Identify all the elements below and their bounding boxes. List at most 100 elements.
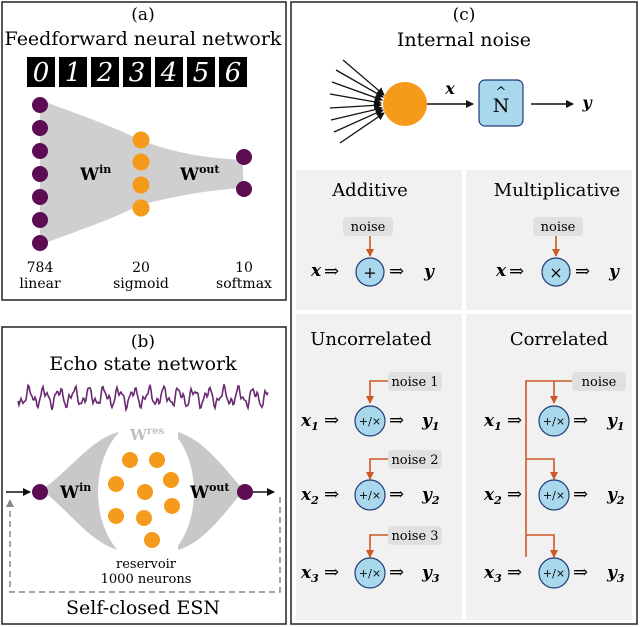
double-arrow-icon: ⇒ <box>324 261 339 282</box>
signal-x: x <box>444 79 455 98</box>
double-arrow-icon: ⇒ <box>389 484 404 505</box>
output-y: y2 <box>606 485 625 507</box>
noise-label: noise <box>582 375 617 390</box>
neuron <box>32 189 48 205</box>
sum-operator <box>355 257 385 287</box>
input-x: x3 <box>300 563 319 585</box>
operator-label: +/× <box>543 567 565 580</box>
uncorrelated-title: Uncorrelated <box>310 329 431 350</box>
panel-a: (a) Feedforward neural network 0 1 2 3 4… <box>1 1 287 301</box>
operator-label: +/× <box>543 489 565 502</box>
digit-glyph: 5 <box>193 58 210 88</box>
digit-tile <box>155 57 183 87</box>
input-x: x2 <box>300 485 319 507</box>
input-x: x2 <box>483 485 502 507</box>
neuron <box>32 120 48 136</box>
hidden-layer <box>132 131 150 217</box>
esn-time-series <box>17 383 269 413</box>
w-in-cone <box>42 432 118 550</box>
operator-circle <box>354 405 386 437</box>
double-arrow-icon: ⇒ <box>507 410 522 431</box>
double-arrow-icon: ⇒ <box>324 410 339 431</box>
digit-glyph: 2 <box>96 58 114 88</box>
digit-tile <box>59 57 87 87</box>
output-y: y1 <box>421 411 440 433</box>
neuron <box>108 508 124 524</box>
panel-a-title: Feedforward neural network <box>5 28 282 50</box>
signal-y: y <box>581 93 593 112</box>
neuron <box>32 235 48 251</box>
correlated-row-2: x2 ⇒ +/× ⇒ y2 <box>483 479 625 511</box>
layer2-type: sigmoid <box>113 276 169 292</box>
neuron <box>32 97 48 113</box>
panel-b-tag: (b) <box>131 332 155 352</box>
noise-label-box <box>388 450 442 469</box>
neuron <box>132 131 150 149</box>
panel-c-title: Internal noise <box>397 29 531 51</box>
noise-label: noise <box>541 220 576 235</box>
neuron <box>236 181 252 197</box>
operator-circle <box>538 479 570 511</box>
noise-label: noise 1 <box>391 375 438 390</box>
digit-glyph: 0 <box>33 58 50 88</box>
noise-label: noise 3 <box>391 529 438 544</box>
fan-in-arrows <box>329 59 385 144</box>
mnist-digits: 0 1 2 3 4 5 6 <box>27 57 247 88</box>
feedback-loop <box>6 497 281 593</box>
neuron <box>136 510 152 526</box>
neuron <box>32 143 48 159</box>
esn-input-neuron <box>32 484 48 500</box>
input-x: x1 <box>300 411 319 433</box>
noise-label-box <box>388 526 442 545</box>
layer3-type: softmax <box>216 276 272 292</box>
w-out-label: Wout <box>189 481 230 503</box>
neuron <box>132 153 150 171</box>
digit-glyph: 6 <box>225 58 242 88</box>
panel-b-title: Echo state network <box>49 353 237 375</box>
product-operator-label: × <box>549 263 562 282</box>
operator-label: +/× <box>359 415 381 428</box>
correlated-row-1: x1 ⇒ +/× ⇒ y1 <box>483 405 625 437</box>
input-x: x3 <box>483 563 502 585</box>
layer2-count: 20 <box>132 260 150 276</box>
uncorrelated-row-3: noise 3 x3 ⇒ +/× ⇒ y3 <box>300 526 442 589</box>
noise-label-box <box>533 217 583 236</box>
sum-operator-label: + <box>363 263 376 282</box>
digit-tile <box>187 57 215 87</box>
operator-label: +/× <box>359 489 381 502</box>
noise-operator-label: N <box>493 95 510 117</box>
esn-output-neuron <box>237 484 253 500</box>
panel-a-tag: (a) <box>131 5 154 25</box>
correlated-row-3: x3 ⇒ +/× ⇒ y3 <box>483 557 625 589</box>
noise-operator-box <box>478 79 524 127</box>
output-y: y3 <box>606 563 625 585</box>
w-in-label: Win <box>79 163 111 185</box>
multiplicative-title: Multiplicative <box>494 180 620 201</box>
digit-tile <box>219 57 247 87</box>
input-x: x <box>310 261 322 281</box>
input-x: x1 <box>483 411 502 433</box>
neuron <box>137 484 153 500</box>
neuron <box>122 452 138 468</box>
w-out-cone <box>178 432 244 550</box>
reservoir-neurons <box>108 452 180 548</box>
neuron <box>383 82 427 126</box>
neuron <box>32 212 48 228</box>
additive-bg <box>296 170 462 310</box>
noise-arrow <box>366 380 388 404</box>
w-out-cone <box>140 140 243 205</box>
output-y: y <box>423 262 435 282</box>
double-arrow-icon: ⇒ <box>324 484 339 505</box>
neuron <box>132 199 150 217</box>
w-in-label: Win <box>59 481 91 503</box>
digit-glyph: 4 <box>160 58 178 88</box>
noise-label-box <box>388 372 442 391</box>
neuron <box>132 176 150 194</box>
noise-label: noise 2 <box>391 453 438 468</box>
operator-label: +/× <box>543 415 565 428</box>
output-y: y3 <box>421 563 440 585</box>
operator-circle <box>354 479 386 511</box>
panel-b-footer: Self-closed ESN <box>66 597 220 619</box>
operator-circle <box>354 557 386 589</box>
